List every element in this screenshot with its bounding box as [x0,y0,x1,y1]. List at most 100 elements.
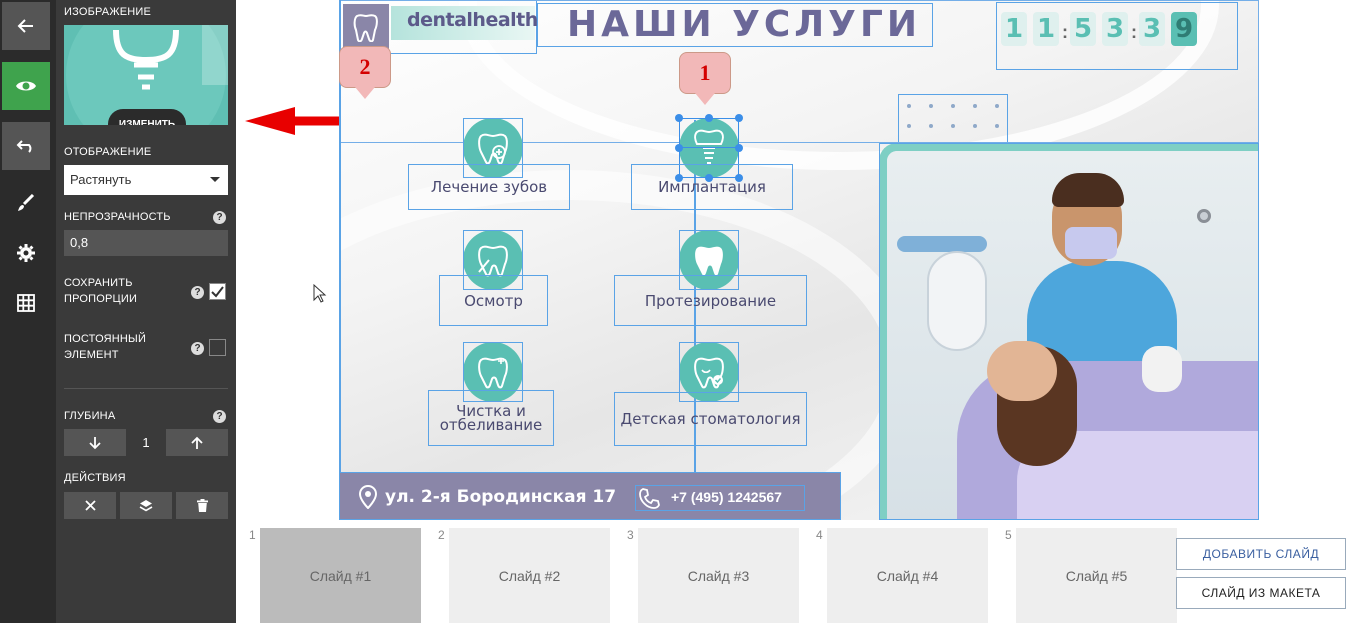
settings-button[interactable] [0,235,52,271]
undo-icon [16,140,32,153]
service-icon-selection [679,342,739,402]
style-button[interactable] [0,185,52,221]
gear-icon [17,244,35,262]
arrow-up-icon [191,436,203,449]
keep-ratio-help-icon[interactable]: ? [191,286,204,299]
slide-canvas[interactable]: dentalhealth НАШИ УСЛУГИ 1 1 : 5 3 : 3 9 [339,0,1259,520]
undo-button[interactable] [2,122,50,170]
callout-1-tail [695,93,715,105]
opacity-label: НЕПРОЗРАЧНОСТЬ [64,211,171,223]
depth-value: 1 [142,435,150,450]
clock-separator: : [1131,22,1137,42]
check-icon [211,286,224,298]
resize-handle[interactable] [735,114,743,122]
slide-number: 5 [1005,528,1012,542]
doctor-photo[interactable] [879,143,1259,520]
service-icon-selection [679,230,739,290]
clock-digit: 9 [1171,12,1197,46]
layers-button[interactable] [120,492,172,519]
close-icon [84,500,96,511]
clock-digit: 1 [1033,12,1059,46]
service-icon-selection [463,118,523,178]
tooth-sparkle-icon [478,357,508,389]
visibility-button[interactable] [2,62,50,110]
clock-digit: 1 [1001,12,1027,46]
service-label[interactable]: Протезирование [614,275,807,326]
resize-handle[interactable] [675,174,683,182]
photo-selection [879,143,1259,520]
phone-selection [635,485,805,511]
display-mode-value: Растянуть [70,172,132,187]
delete-button[interactable] [176,492,228,519]
slide-thumbnail[interactable]: Слайд #3 [638,528,799,623]
permanent-label-line2: ЭЛЕМЕНТ [64,349,119,361]
slide-thumbnail[interactable]: Слайд #1 [260,528,421,623]
cursor-icon [313,284,327,303]
display-mode-select[interactable]: Растянуть [64,165,228,195]
title-selection[interactable] [537,3,933,47]
phone-text: +7 (495) 1242567 [671,489,782,505]
tooth-implant-icon [694,129,724,164]
slide-number: 4 [816,528,823,542]
permanent-help-icon[interactable]: ? [191,342,204,355]
clock-digit: 3 [1139,12,1165,46]
back-button[interactable] [2,2,50,50]
service-icon-treatment[interactable] [463,118,523,178]
tooth-cross-icon [478,133,508,165]
depth-up-button[interactable] [166,429,228,456]
resize-handle[interactable] [675,114,683,122]
tooth-icon [353,14,378,42]
slide-number: 1 [249,528,256,542]
slide-from-layout-button[interactable]: СЛАЙД ИЗ МАКЕТА [1176,577,1346,609]
service-icon-implant[interactable] [679,118,739,178]
image-label: ИЗОБРАЖЕНИЕ [64,6,152,18]
grid-button[interactable] [0,285,52,321]
callout-2: 2 [339,46,391,88]
lamp-arm [927,251,987,351]
keep-ratio-checkbox[interactable] [209,283,226,300]
rotate-handle[interactable] [202,25,228,85]
depth-help-icon[interactable]: ? [213,410,226,423]
remove-button[interactable] [64,492,116,519]
contacts-selection [339,472,841,520]
service-icon-selection [463,230,523,290]
resize-handle[interactable] [735,174,743,182]
service-icon-prosthetics[interactable] [679,230,739,290]
service-label[interactable]: Осмотр [439,275,548,326]
contacts-bar[interactable] [339,472,841,520]
service-label[interactable]: Детская стоматология [614,392,807,446]
add-slide-button[interactable]: ДОБАВИТЬ СЛАЙД [1176,538,1346,570]
depth-label: ГЛУБИНА [64,410,116,422]
address-text: ул. 2-я Бородинская 17 [385,487,617,507]
clock-digit: 3 [1102,12,1128,46]
resize-handle[interactable] [705,174,713,182]
permanent-label-line1: ПОСТОЯННЫЙ [64,333,147,345]
service-label[interactable]: Имплантация [631,164,793,210]
service-label[interactable]: Лечение зубов [408,164,570,210]
slide-thumbnail[interactable]: Слайд #5 [1016,528,1177,623]
chevron-down-icon [210,177,220,182]
display-label: ОТОБРАЖЕНИЕ [64,146,152,158]
slides-strip: 1 Слайд #1 2 Слайд #2 3 Слайд #3 4 Слайд… [236,523,1347,623]
opacity-help-icon[interactable]: ? [213,211,226,224]
depth-down-button[interactable] [64,429,126,456]
resize-handle[interactable] [675,144,683,152]
arrow-down-icon [89,436,101,449]
clock-selection[interactable] [996,2,1238,70]
tooth-implant-icon [113,29,179,90]
resize-handle[interactable] [705,114,713,122]
tooth-icon [695,246,723,276]
change-image-button[interactable]: ИЗМЕНИТЬ [108,109,186,125]
slide-thumbnail[interactable]: Слайд #4 [827,528,988,623]
permanent-checkbox[interactable] [209,339,226,356]
resize-handle[interactable] [735,144,743,152]
divider [64,388,228,389]
back-icon [17,19,33,33]
opacity-input[interactable]: 0,8 [64,230,228,256]
service-icon-cleaning[interactable] [463,342,523,402]
slide-thumbnail[interactable]: Слайд #2 [449,528,610,623]
patient-face [987,341,1057,401]
clock-digit: 5 [1070,12,1096,46]
location-pin-icon [359,485,377,509]
service-label[interactable]: Чистка и отбеливание [428,390,554,446]
